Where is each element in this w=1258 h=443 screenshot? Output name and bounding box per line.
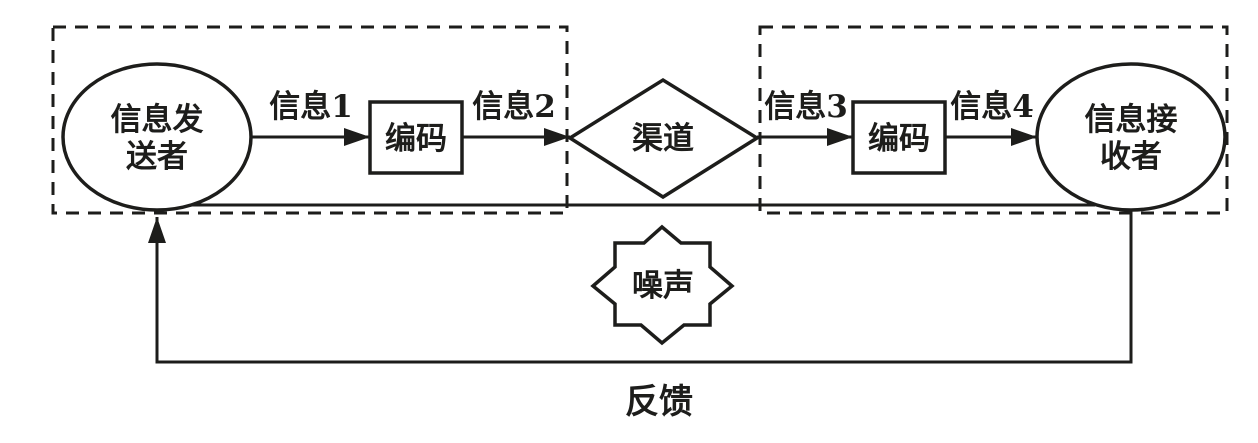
channel-diamond (566, 77, 761, 200)
noise-star (590, 224, 735, 346)
encoder-right-label: 编码 (868, 121, 930, 157)
encoder-right-box (851, 100, 947, 175)
message4-label: 信息4 (950, 89, 1034, 125)
receiver-label-line2: 收者 (1100, 139, 1162, 175)
sender-label-line2: 送者 (126, 139, 188, 175)
feedback-loop-arrow (148, 210, 1133, 364)
message2-label: 信息2 (472, 89, 556, 125)
channel-label: 渠道 (632, 121, 694, 157)
encoder-left-box (368, 100, 464, 175)
sender-group-dashed-box (51, 25, 569, 215)
noise-label: 噪声 (632, 268, 694, 304)
sender-label-line1: 信息发 (111, 102, 204, 138)
receiver-label-line1: 信息接 (1085, 102, 1178, 138)
receiver-group-dashed-box (758, 25, 1229, 215)
message1-label: 信息1 (269, 89, 353, 125)
encoder-left-label: 编码 (385, 121, 447, 157)
message3-label: 信息3 (764, 89, 848, 125)
feedback-label: 反馈 (625, 382, 693, 422)
receiver-ellipse (1035, 62, 1227, 212)
sender-ellipse (61, 62, 253, 212)
